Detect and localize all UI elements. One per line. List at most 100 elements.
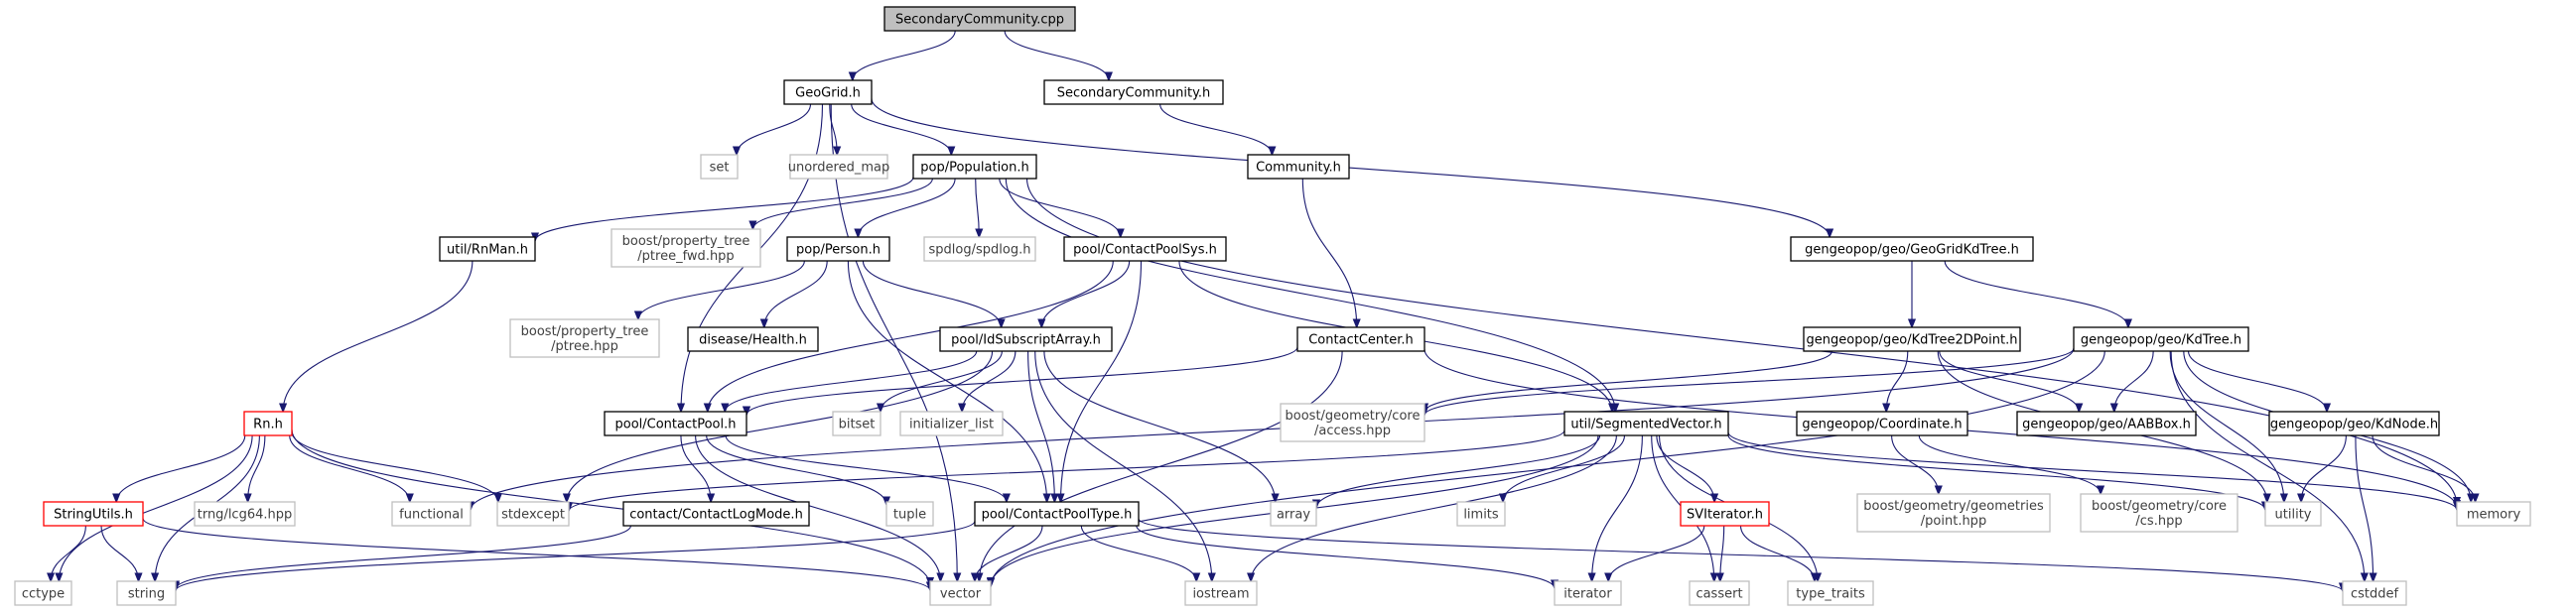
node-contactpool[interactable]: pool/ContactPool.h [604, 411, 747, 436]
node-geogrid[interactable]: GeoGrid.h [783, 79, 873, 105]
edge-idsub-to-initlist [962, 350, 1017, 412]
node-bgpoint-label-1: /point.hpp [1921, 514, 1986, 529]
edge-cptype-to-iterator [1136, 525, 1555, 588]
node-stringutils[interactable]: StringUtils.h [43, 501, 144, 527]
node-svit[interactable]: SVIterator.h [1680, 501, 1770, 527]
edge-idsub-to-contactpool [725, 350, 978, 412]
edge-person-to-idsub [862, 260, 1001, 327]
node-functional: functional [391, 501, 472, 527]
node-root[interactable]: SecondaryCommunity.cpp [883, 6, 1076, 32]
node-root-box [883, 6, 1076, 32]
node-set-box [700, 154, 739, 180]
node-contactlogmode[interactable]: contact/ContactLogMode.h [622, 501, 810, 527]
node-utility-box [2264, 501, 2322, 527]
edge-segvec-to-limits [1503, 434, 1626, 502]
node-limits: limits [1456, 501, 1506, 527]
edge-kdtree-to-utility [2169, 350, 2284, 502]
node-bgaccess-label-0: boost/geometry/core [1286, 409, 1421, 424]
edges-layer [51, 30, 2475, 591]
node-cpsys-box [1063, 236, 1227, 262]
edge-population-to-spdlog [976, 178, 980, 237]
node-cpsys[interactable]: pool/ContactPoolSys.h [1063, 236, 1227, 262]
node-rn[interactable]: Rn.h [243, 411, 293, 436]
node-bitset: bitset [832, 411, 881, 436]
node-bitset-label-0: bitset [839, 418, 876, 432]
node-seccomm[interactable]: SecondaryCommunity.h [1043, 79, 1224, 105]
edge-rnman-to-rn [283, 260, 474, 412]
node-coordinate[interactable]: gengeopop/Coordinate.h [1796, 411, 1968, 436]
node-geogridkd[interactable]: gengeopop/geo/GeoGridKdTree.h [1790, 236, 2034, 262]
edge-idsub-to-stdexcept [567, 350, 994, 502]
node-cassert-label-0: cassert [1695, 587, 1742, 602]
edge-contactpool-to-tuple [706, 434, 886, 505]
node-community[interactable]: Community.h [1247, 154, 1350, 180]
node-bitset-box [832, 411, 881, 436]
node-cctype-box [14, 580, 72, 606]
edge-seccomm-to-community [1159, 103, 1273, 155]
edge-cpsys-to-cptype [1061, 260, 1143, 502]
node-cptype-box [974, 501, 1140, 527]
node-kdtree[interactable]: gengeopop/geo/KdTree.h [2073, 326, 2249, 352]
node-person-box [786, 236, 890, 262]
edge-svit-to-type_traits [1739, 525, 1816, 581]
edge-geogridkd-to-kdtree [1944, 260, 2128, 327]
edge-contactpool-to-cptype [725, 434, 1007, 502]
node-utility: utility [2264, 501, 2322, 527]
node-kd2d[interactable]: gengeopop/geo/KdTree2DPoint.h [1803, 326, 2021, 352]
node-type_traits: type_traits [1787, 580, 1874, 606]
node-vector-label-0: vector [940, 587, 982, 602]
node-string-box [116, 580, 177, 606]
node-geogrid-label-0: GeoGrid.h [795, 86, 861, 101]
node-limits-label-0: limits [1463, 508, 1499, 523]
node-type_traits-label-0: type_traits [1796, 587, 1865, 602]
node-contactcenter-box [1296, 326, 1425, 352]
node-person[interactable]: pop/Person.h [786, 236, 890, 262]
node-cpsys-label-0: pool/ContactPoolSys.h [1073, 243, 1217, 258]
edge-segvec-to-memory [1727, 431, 2457, 510]
node-ptree-label-0: boost/property_tree [521, 324, 649, 339]
node-aabb-label-0: gengeopop/geo/AABBox.h [2022, 418, 2191, 432]
node-health-box [687, 326, 819, 352]
edge-kdnode-to-utility [2301, 434, 2347, 502]
node-initlist: initializer_list [899, 411, 1004, 436]
node-kdtree-label-0: gengeopop/geo/KdTree.h [2081, 333, 2241, 348]
edge-stringutils-to-string [100, 525, 139, 581]
edge-root-to-seccomm [1004, 30, 1109, 80]
node-spdlog-label-0: spdlog/spdlog.h [929, 243, 1031, 258]
node-stdexcept-box [496, 501, 570, 527]
edge-segvec-to-iostream [1251, 434, 1617, 581]
edge-cptype-to-cstddef [1138, 518, 2343, 591]
node-functional-label-0: functional [399, 508, 464, 523]
edge-kdtree-to-aabb [2114, 350, 2154, 412]
node-rnman[interactable]: util/RnMan.h [439, 236, 536, 262]
node-root-label-0: SecondaryCommunity.cpp [895, 13, 1064, 28]
node-kd2d-label-0: gengeopop/geo/KdTree2DPoint.h [1807, 333, 2018, 348]
node-kdnode[interactable]: gengeopop/geo/KdNode.h [2268, 411, 2440, 436]
node-contactlogmode-label-0: contact/ContactLogMode.h [629, 508, 803, 523]
edge-population-to-ptree_fwd [752, 178, 933, 229]
node-segvec-box [1563, 411, 1729, 436]
edge-cpsys-to-idsub [1041, 260, 1131, 327]
node-cptype[interactable]: pool/ContactPoolType.h [974, 501, 1140, 527]
edge-person-to-cptype [847, 260, 1046, 502]
node-health[interactable]: disease/Health.h [687, 326, 819, 352]
node-population[interactable]: pop/Population.h [912, 154, 1037, 180]
node-bgpoint: boost/geometry/geometries/point.hpp [1856, 493, 2051, 533]
edge-cpsys-to-contactpool [708, 260, 1114, 412]
edge-geogrid-to-geogridkd [871, 98, 1830, 237]
node-kdnode-label-0: gengeopop/geo/KdNode.h [2270, 418, 2438, 432]
node-aabb[interactable]: gengeopop/geo/AABBox.h [2016, 411, 2197, 436]
edge-idsub-to-iostream [1034, 350, 1212, 581]
node-svit-box [1680, 501, 1770, 527]
edge-contactpool-to-vector [695, 434, 941, 581]
edge-kd2d-to-aabb [1939, 350, 2080, 412]
node-seccomm-box [1043, 79, 1224, 105]
node-contactcenter[interactable]: ContactCenter.h [1296, 326, 1425, 352]
node-array-label-0: array [1277, 508, 1310, 523]
node-segvec[interactable]: util/SegmentedVector.h [1563, 411, 1729, 436]
node-lcg64-box [194, 501, 296, 527]
edge-coordinate-to-bgpoint [1891, 434, 1939, 494]
node-idsub[interactable]: pool/IdSubscriptArray.h [939, 326, 1113, 352]
node-idsub-label-0: pool/IdSubscriptArray.h [951, 333, 1101, 348]
node-lcg64-label-0: trng/lcg64.hpp [198, 508, 293, 523]
